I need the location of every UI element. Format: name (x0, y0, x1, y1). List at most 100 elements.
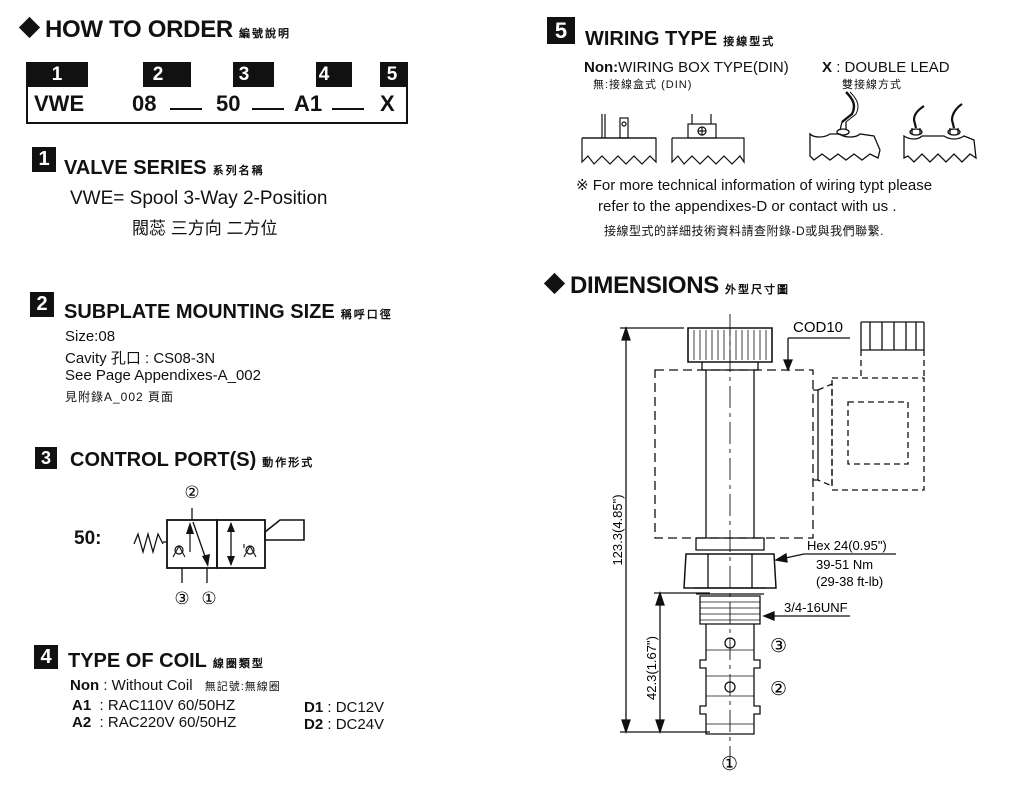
dimensions-title-zh: 外型尺寸圖 (725, 284, 791, 296)
section-number: 3 (35, 447, 57, 469)
port-label-2: ② (184, 483, 199, 503)
coil-d2-value: : DC24V (327, 716, 385, 733)
section-number: 1 (32, 147, 56, 172)
coil-d2-row: D2 : DC24V (304, 716, 384, 733)
order-title-zh: 編號說明 (238, 28, 291, 40)
coil-a1-key: A1 (72, 697, 92, 714)
order-title: HOW TO ORDER (45, 16, 233, 43)
header-gap (352, 62, 380, 87)
section-valve-series: 1 (32, 147, 56, 172)
wiring-note-line1: ※ For more technical information of wiri… (576, 177, 933, 194)
coil-d1-row: D1 : DC12V (304, 699, 384, 716)
overall-length-label: 123.3(4.85") (610, 494, 625, 565)
coil-title-text: TYPE OF COIL (68, 650, 207, 672)
header-gap (274, 62, 316, 87)
wiring-title-text: WIRING TYPE (585, 28, 718, 50)
order-code-table: 1 2 3 4 5 VWE 08 50 A1 X (26, 62, 408, 126)
solenoid-symbol (264, 519, 305, 541)
coil-non-key: Non (70, 677, 100, 694)
position-1: 1 (51, 64, 63, 85)
coil-a1-row: A1 : RAC110V 60/50HZ (72, 697, 235, 714)
torque-ftlb-label: (29-38 ft-lb) (816, 574, 883, 589)
diamond-bullet-icon (18, 16, 41, 39)
code-wiring: X (380, 91, 395, 116)
header-gap (88, 62, 143, 87)
subplate-see-page-zh: 見附錄A_002 頁面 (65, 390, 175, 404)
dimensions-title: DIMENSIONS (570, 272, 720, 299)
valve-symbol-diagram: ② ③ ① (133, 483, 305, 609)
position-2: 2 (152, 64, 164, 85)
port3-label: ③ (770, 635, 787, 657)
coil-a1-value: : RAC110V 60/50HZ (99, 697, 236, 714)
port-label-1: ① (201, 589, 216, 609)
din-connector-side-icon (581, 114, 657, 165)
position-4: 4 (318, 64, 330, 85)
wiring-x-value: : DOUBLE LEAD (836, 59, 950, 76)
valve-series-title-text: VALVE SERIES (64, 157, 207, 179)
coil-d2-key: D2 (304, 716, 324, 733)
code-series: VWE (34, 91, 85, 116)
section-subplate: 2 (30, 292, 54, 317)
coil-d1-value: : DC12V (327, 699, 385, 716)
valve-series-title: VALVE SERIES 系列名稱 (64, 157, 265, 180)
torque-nm-label: 39-51 Nm (816, 557, 873, 572)
code-size: 08 (132, 91, 157, 116)
coil-a2-key: A2 (72, 714, 92, 731)
port1-label: ① (721, 753, 738, 775)
section-control-ports: 3 (35, 447, 57, 469)
cod-label: COD10 (793, 319, 843, 336)
valve-series-title-zh: 系列名稱 (212, 165, 265, 177)
diamond-bullet-icon (543, 272, 566, 295)
section-number: 5 (547, 17, 575, 44)
control-ports-title: CONTROL PORT(S) 動作形式 (70, 449, 314, 472)
wiring-note-line2: refer to the appendixes-D or contact wit… (598, 198, 897, 215)
code-separator (170, 108, 202, 110)
coil-a2-value: : RAC220V 60/50HZ (99, 714, 237, 731)
control-ports-title-text: CONTROL PORT(S) (70, 449, 257, 471)
coil-a2-row: A2 : RAC220V 60/50HZ (72, 714, 236, 731)
code-separator (332, 108, 364, 110)
code-control: 50 (216, 91, 241, 116)
subplate-see-page: See Page Appendixes-A_002 (65, 367, 261, 384)
position-3: 3 (238, 64, 250, 85)
single-lead-coil-icon (809, 91, 881, 161)
section-coil: 4 (34, 645, 58, 669)
wiring-note-zh: 接線型式的詳細技術資料請查附錄-D或與我們聯繫. (604, 224, 884, 238)
subplate-size: Size:08 (65, 328, 116, 345)
subplate-title-text: SUBPLATE MOUNTING SIZE (64, 301, 335, 323)
lower-length-label: 42.3(1.67") (644, 636, 659, 700)
wiring-x-row: X : DOUBLE LEAD (822, 59, 950, 76)
valve-dimension-drawing: COD10 Hex 24(0.95") 39-51 Nm (29-38 ft-l… (610, 314, 925, 775)
coil-d1-key: D1 (304, 699, 324, 716)
wiring-non-key: Non: (584, 59, 619, 76)
coil-non-value: : Without Coil (103, 677, 193, 694)
coil-title: TYPE OF COIL 線圈類型 (68, 650, 265, 673)
subplate-cavity: Cavity 孔口 : CS08-3N (65, 350, 216, 367)
coil-non-zh: 無記號:無線圈 (204, 681, 281, 693)
position-5: 5 (386, 64, 398, 85)
double-lead-coil-icon (903, 103, 977, 163)
wiring-non-value: WIRING BOX TYPE(DIN) (618, 59, 789, 76)
port2-label: ② (770, 678, 787, 700)
control-code-label: 50: (74, 528, 102, 549)
hex-label: Hex 24(0.95") (807, 538, 887, 553)
valve-envelope-left (166, 519, 218, 569)
port-label-3: ③ (174, 589, 189, 609)
coil-title-zh: 線圈類型 (212, 658, 265, 670)
valve-envelope-right (216, 519, 266, 569)
thread-label: 3/4-16UNF (784, 600, 848, 615)
section-number: 4 (34, 645, 58, 669)
code-coil: A1 (294, 91, 323, 116)
code-table-header: 1 2 3 4 5 (26, 62, 408, 87)
order-heading: HOW TO ORDER 編號說明 (18, 16, 291, 44)
wiring-type-illustrations (581, 91, 977, 165)
section-wiring: 5 (547, 17, 575, 44)
dimensions-heading: DIMENSIONS 外型尺寸圖 (543, 272, 791, 300)
control-ports-title-zh: 動作形式 (262, 457, 315, 469)
valve-series-desc: VWE= Spool 3-Way 2-Position (70, 188, 328, 209)
section-number: 2 (30, 292, 54, 317)
header-gap (191, 62, 233, 87)
wiring-x-key: X (822, 59, 833, 76)
